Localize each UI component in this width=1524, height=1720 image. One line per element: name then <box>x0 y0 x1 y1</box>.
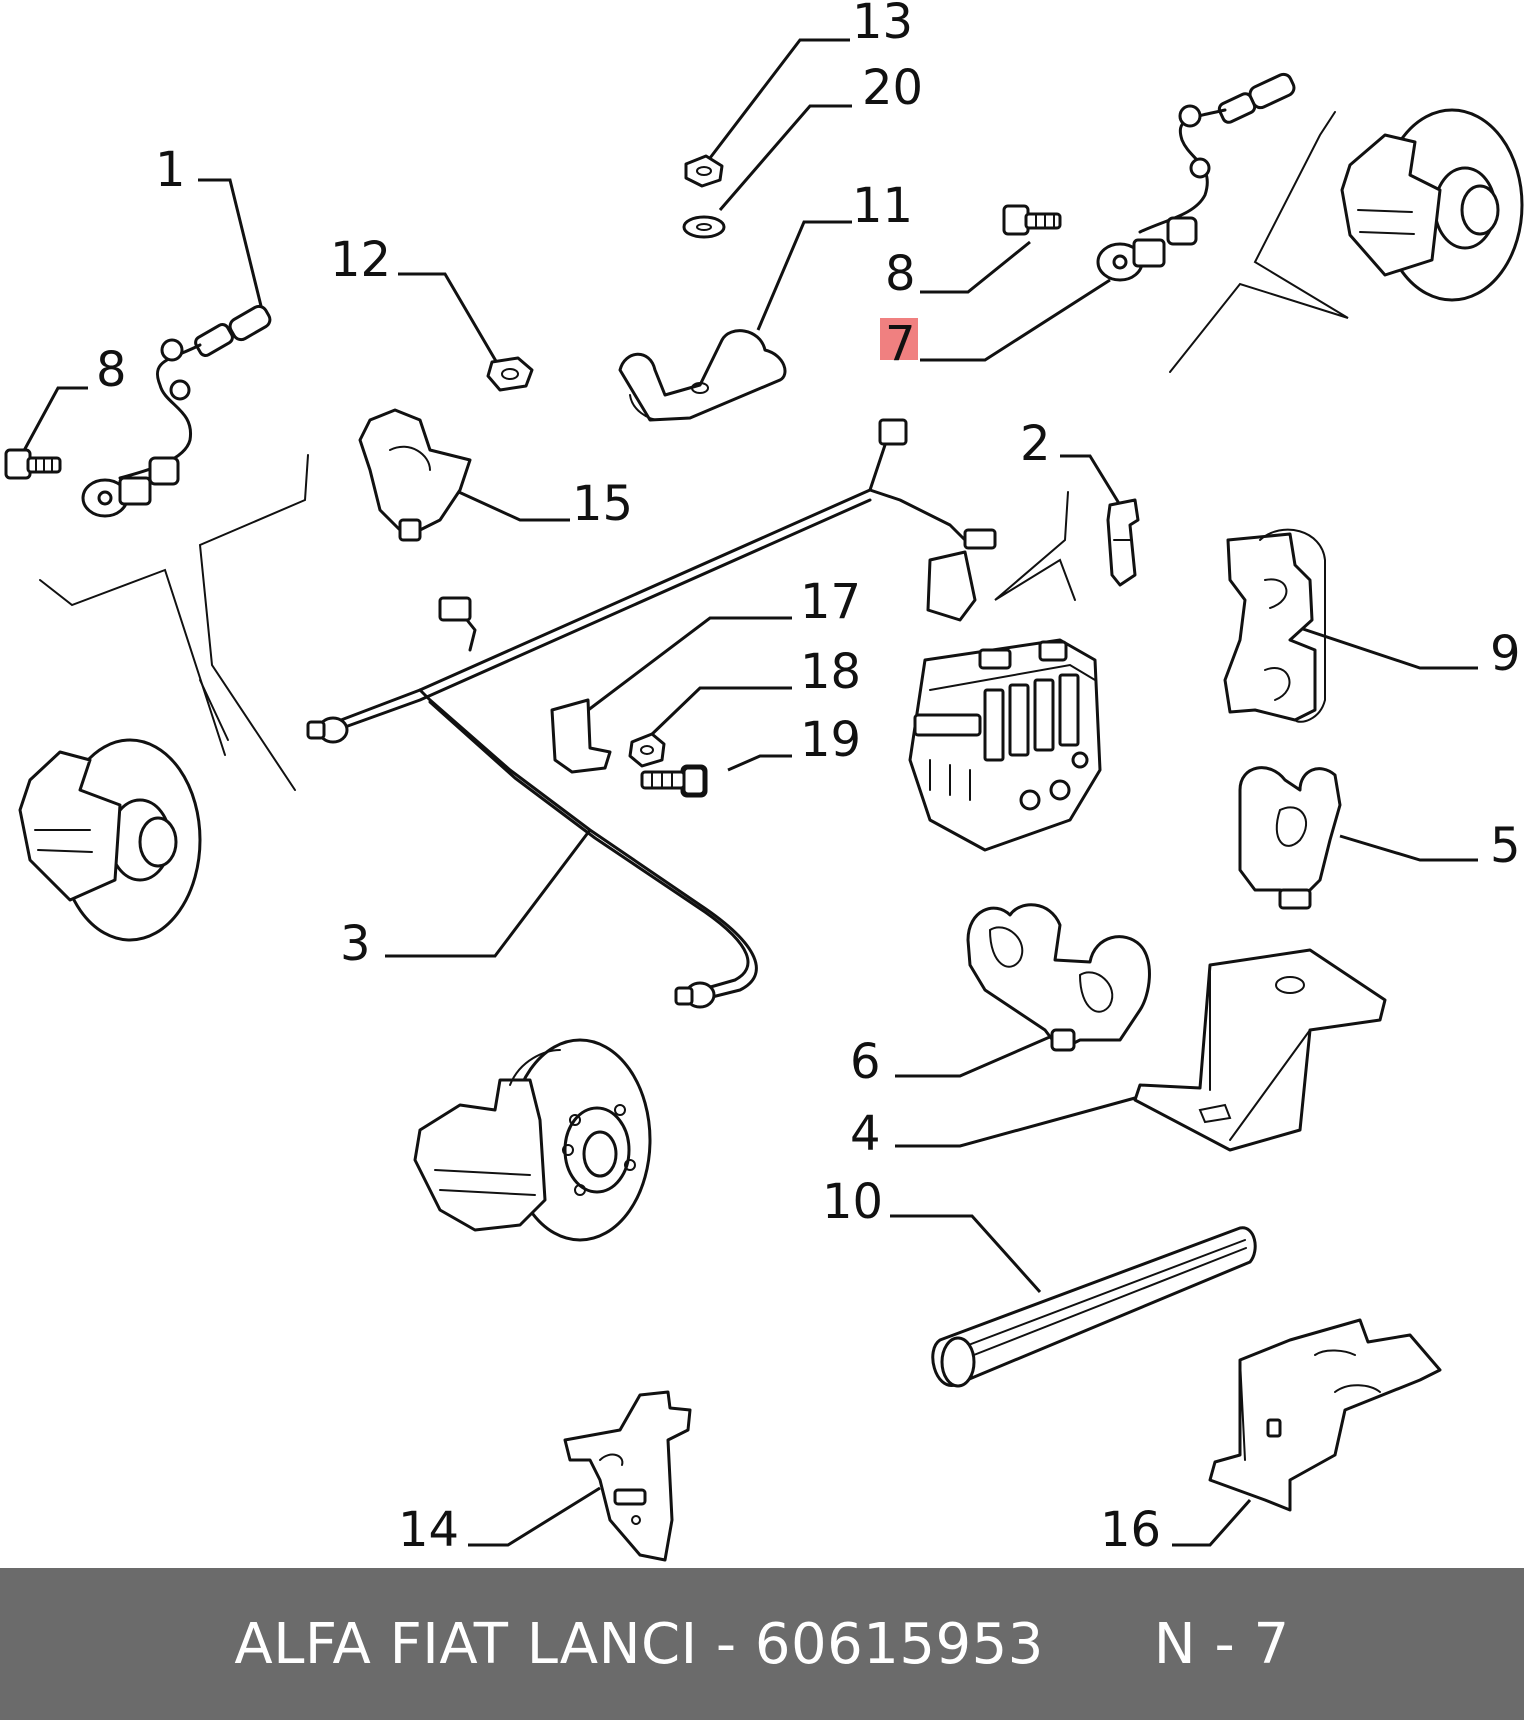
callout-7-highlight <box>880 318 918 360</box>
callout-10: 10 <box>822 1174 883 1230</box>
parts-diagram: 1 2 3 4 5 6 7 8 8 9 10 11 12 13 14 15 16… <box>4 0 1524 1562</box>
right-knuckle-outline <box>1169 111 1349 373</box>
callout-8-right: 8 <box>885 246 916 302</box>
abs-outline-lines <box>994 491 1076 601</box>
left-knuckle-outline <box>39 454 309 791</box>
callout-7: 7 <box>885 316 916 372</box>
callout-8-left: 8 <box>96 342 127 398</box>
callout-labels: 1 2 3 4 5 6 7 8 8 9 10 11 12 13 14 15 16… <box>96 0 1521 1558</box>
footer-separator: - <box>697 1611 755 1677</box>
callout-20: 20 <box>862 60 923 116</box>
part-19-bolt <box>640 764 708 798</box>
lower-brake-assembly <box>413 1038 652 1242</box>
part-12-nut <box>486 356 534 392</box>
part-9-clip <box>1223 528 1326 723</box>
callout-9: 9 <box>1490 626 1521 682</box>
part-4-bracket <box>1133 948 1387 1152</box>
part-14-bracket <box>563 1390 692 1562</box>
callout-16: 16 <box>1100 1502 1161 1558</box>
part-20-washer <box>682 215 726 239</box>
callout-5: 5 <box>1490 818 1521 874</box>
part-15-clip <box>358 408 472 542</box>
footer-bar: ALFA FIAT LANCI - 60615953 N - 7 <box>0 1568 1524 1720</box>
part-8-bolt-right <box>1002 204 1062 236</box>
callout-4: 4 <box>850 1106 881 1162</box>
part-2-connector <box>1106 498 1140 587</box>
part-6-double-clip <box>966 903 1151 1052</box>
callout-19: 19 <box>800 712 861 768</box>
footer-part-number: 60615953 <box>754 1611 1044 1677</box>
callout-17: 17 <box>800 574 861 630</box>
callout-14: 14 <box>398 1502 459 1558</box>
callout-6: 6 <box>850 1034 881 1090</box>
part-3-harness <box>306 418 997 1009</box>
part-1-sensor-cable <box>81 304 272 518</box>
part-7-sensor-cable <box>1096 72 1296 282</box>
part-8-bolt-left <box>4 448 62 480</box>
part-16-bracket <box>1208 1318 1442 1512</box>
leader-lines <box>18 38 1478 1547</box>
part-18-nut <box>628 732 666 768</box>
left-brake-assembly <box>18 738 202 942</box>
part-5-clip <box>1238 766 1342 910</box>
footer-brand: ALFA FIAT LANCI <box>234 1611 698 1677</box>
callout-1: 1 <box>155 142 186 198</box>
abs-modulator-unit <box>908 638 1102 852</box>
footer-gap <box>1044 1612 1154 1677</box>
callout-15: 15 <box>572 476 633 532</box>
callout-2: 2 <box>1020 416 1051 472</box>
footer-caption: ALFA FIAT LANCI - 60615953 N - 7 <box>234 1612 1289 1677</box>
part-10-rail <box>931 1226 1257 1388</box>
callout-3: 3 <box>340 916 371 972</box>
part-13-nut <box>684 154 724 188</box>
callout-18: 18 <box>800 644 861 700</box>
callout-13: 13 <box>852 0 913 50</box>
part-11-bracket <box>618 329 787 422</box>
part-17-bracket <box>550 698 612 774</box>
callout-12: 12 <box>330 232 391 288</box>
callout-11: 11 <box>852 178 913 234</box>
footer-page-ref: N - 7 <box>1153 1611 1290 1677</box>
right-brake-assembly <box>1340 108 1524 302</box>
